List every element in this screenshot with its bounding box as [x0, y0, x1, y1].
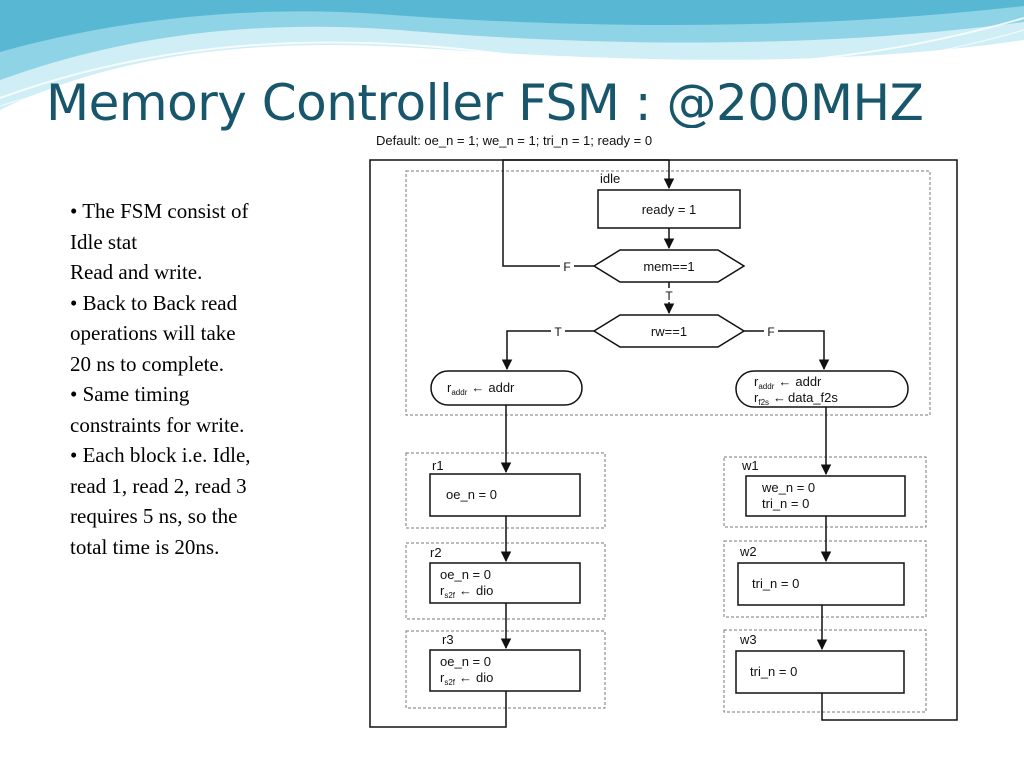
- fsm-diagram: Default: oe_n = 1; we_n = 1; tri_n = 1; …: [350, 128, 980, 743]
- w2-region-frame: [723, 540, 927, 618]
- bullet-line: constraints for write.: [70, 412, 245, 437]
- r3-action-box: [429, 649, 581, 692]
- w3-action-box: [735, 650, 905, 694]
- r3-action-line1: oe_n = 0: [440, 654, 491, 669]
- bullet-line: • Same timing: [70, 382, 190, 406]
- r2-region-frame: [405, 542, 606, 620]
- mem-decision-text: mem==1: [643, 259, 694, 274]
- mem-false-label: F: [563, 260, 570, 274]
- w3-region-frame: [723, 629, 927, 713]
- bullet-line: Idle stat: [70, 229, 138, 254]
- write-data-assign-text: rf2s←data_f2s: [754, 390, 838, 407]
- state-label-r3: r3: [442, 632, 454, 647]
- r1-action-text: oe_n = 0: [446, 487, 497, 502]
- mem-true-label: T: [665, 289, 673, 303]
- bullet-line: requires 5 ns, so the: [70, 504, 238, 528]
- w2-action-box: [737, 562, 905, 606]
- bullet-line: • Back to Back read: [70, 290, 238, 315]
- default-outputs-label: Default: oe_n = 1; we_n = 1; tri_n = 1; …: [376, 133, 652, 148]
- r3-action-line2: rs2f←dio: [440, 670, 493, 687]
- state-label-idle: idle: [600, 171, 620, 186]
- w3-action-text: tri_n = 0: [750, 664, 797, 679]
- state-label-w1: w1: [741, 458, 759, 473]
- r1-region-frame: [405, 452, 606, 529]
- bullet-line: • The FSM consist of: [70, 199, 249, 223]
- header-wave-decoration: [0, 0, 1024, 110]
- ready-action-box: [597, 189, 741, 229]
- w2-action-text: tri_n = 0: [752, 576, 799, 591]
- w1-action-box: [745, 475, 906, 517]
- read-addr-assign-text: raddr←addr: [447, 380, 515, 397]
- write-assign-box: [735, 370, 909, 408]
- ready-action-text: ready = 1: [642, 202, 697, 217]
- w1-region-frame: [723, 456, 927, 528]
- state-label-r1: r1: [432, 458, 444, 473]
- idle-region-frame: [405, 170, 931, 416]
- r2-action-box: [429, 562, 581, 604]
- mem-decision-hexagon: [592, 249, 746, 283]
- bullet-line: 20 ns to complete.: [70, 351, 224, 376]
- write-addr-assign-text: raddr←addr: [754, 374, 822, 391]
- state-label-r2: r2: [430, 545, 442, 560]
- r2-action-line2: rs2f←dio: [440, 583, 493, 600]
- bullet-line: • Each block i.e. Idle,: [70, 443, 251, 467]
- state-label-w3: w3: [739, 632, 757, 647]
- w1-action-line2: tri_n = 0: [762, 496, 809, 511]
- state-label-w2: w2: [739, 544, 757, 559]
- bullet-list: • The FSM consist of Idle stat Read and …: [70, 196, 325, 562]
- bullet-line: total time is 20ns.: [70, 534, 220, 559]
- rw-decision-text: rw==1: [651, 324, 687, 339]
- bullet-line: operations will take: [70, 321, 236, 345]
- rw-false-label: F: [767, 325, 774, 339]
- slide-title: Memory Controller FSM : @200MHZ: [46, 74, 924, 132]
- bullet-line: Read and write.: [70, 260, 203, 284]
- transition-arrows: [369, 159, 958, 728]
- r2-action-line1: oe_n = 0: [440, 567, 491, 582]
- rw-true-label: T: [554, 325, 562, 339]
- r1-action-box: [429, 473, 581, 517]
- bullet-line: read 1, read 2, read 3: [70, 473, 247, 498]
- w1-action-line1: we_n = 0: [761, 480, 815, 495]
